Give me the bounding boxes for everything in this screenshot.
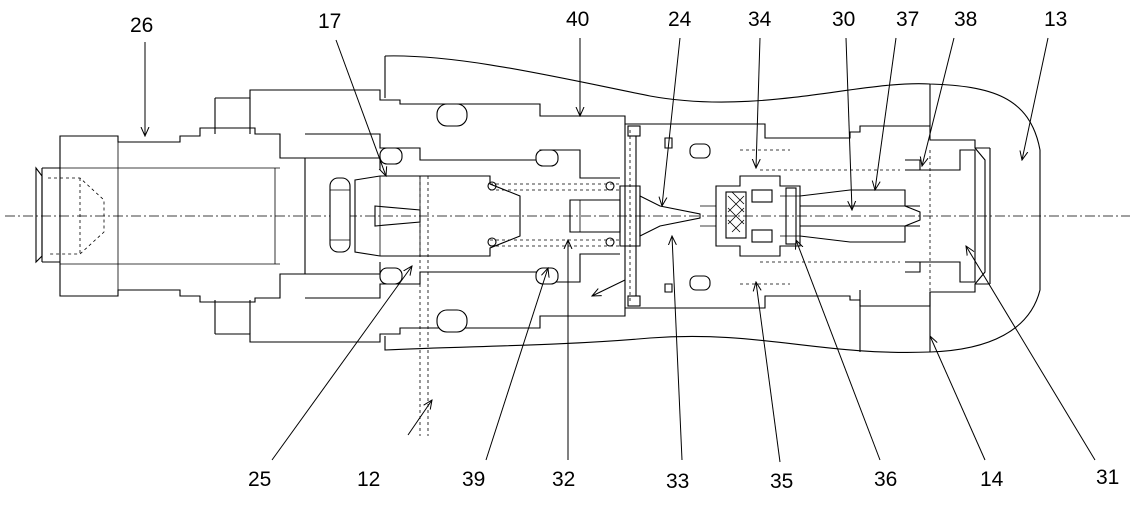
label-25: 25 [248, 468, 271, 491]
label-40: 40 [566, 8, 589, 31]
label-36: 36 [874, 468, 897, 491]
label-33: 33 [666, 470, 689, 493]
adjusting-screw-head [35, 127, 306, 303]
label-31: 31 [1096, 466, 1119, 489]
leader-lines [145, 37, 1096, 463]
piston-assembly [354, 175, 621, 436]
label-37: 37 [896, 8, 919, 31]
label-17: 17 [318, 10, 341, 33]
label-34: 34 [748, 8, 772, 31]
label-13: 13 [1044, 8, 1067, 31]
valve-housing [214, 55, 1041, 353]
label-30: 30 [832, 8, 855, 31]
label-39: 39 [462, 468, 485, 491]
label-12: 12 [357, 468, 380, 491]
label-32: 32 [552, 468, 575, 491]
label-35: 35 [770, 470, 793, 493]
o-ring-seals [329, 103, 711, 333]
label-24: 24 [668, 8, 692, 31]
label-26: 26 [130, 14, 153, 37]
label-38: 38 [954, 8, 977, 31]
valve-seat-block [619, 124, 717, 308]
right-valve-section [715, 149, 976, 300]
label-14: 14 [980, 468, 1004, 491]
